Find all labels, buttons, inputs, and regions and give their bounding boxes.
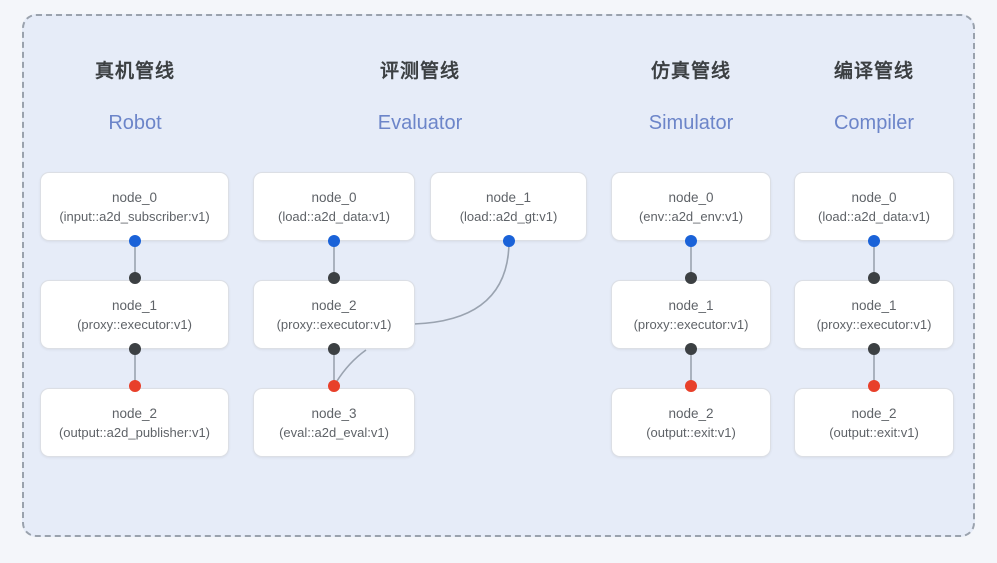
node-title: node_0	[668, 189, 714, 205]
node-robot-0[interactable]: node_0 (input::a2d_subscriber:v1)	[40, 172, 229, 241]
node-robot-2[interactable]: node_2 (output::a2d_publisher:v1)	[40, 388, 229, 457]
node-subtitle: (output::exit:v1)	[646, 424, 736, 440]
node-title: node_0	[851, 189, 897, 205]
node-simulator-2[interactable]: node_2 (output::exit:v1)	[611, 388, 771, 457]
node-title: node_1	[851, 297, 897, 313]
node-subtitle: (proxy::executor:v1)	[77, 316, 192, 332]
node-simulator-1[interactable]: node_1 (proxy::executor:v1)	[611, 280, 771, 349]
node-title: node_2	[111, 405, 158, 421]
node-title: node_2	[311, 297, 357, 313]
node-compiler-1[interactable]: node_1 (proxy::executor:v1)	[794, 280, 954, 349]
node-evaluator-0[interactable]: node_0 (load::a2d_data:v1)	[253, 172, 415, 241]
node-compiler-0[interactable]: node_0 (load::a2d_data:v1)	[794, 172, 954, 241]
node-simulator-0[interactable]: node_0 (env::a2d_env:v1)	[611, 172, 771, 241]
node-evaluator-3[interactable]: node_3 (eval::a2d_eval:v1)	[253, 388, 415, 457]
node-subtitle: (eval::a2d_eval:v1)	[279, 424, 389, 440]
node-title: node_1	[111, 297, 158, 313]
node-evaluator-2[interactable]: node_2 (proxy::executor:v1)	[253, 280, 415, 349]
node-title: node_2	[851, 405, 897, 421]
node-subtitle: (proxy::executor:v1)	[633, 316, 749, 332]
node-title: node_0	[111, 189, 158, 205]
node-subtitle: (load::a2d_data:v1)	[277, 208, 391, 224]
node-subtitle: (load::a2d_gt:v1)	[459, 208, 558, 224]
node-compiler-2[interactable]: node_2 (output::exit:v1)	[794, 388, 954, 457]
node-subtitle: (load::a2d_data:v1)	[817, 208, 931, 224]
node-title: node_1	[485, 189, 532, 205]
node-subtitle: (output::a2d_publisher:v1)	[58, 424, 211, 440]
node-evaluator-gt[interactable]: node_1 (load::a2d_gt:v1)	[430, 172, 587, 241]
node-robot-1[interactable]: node_1 (proxy::executor:v1)	[40, 280, 229, 349]
node-subtitle: (output::exit:v1)	[829, 424, 919, 440]
node-subtitle: (env::a2d_env:v1)	[638, 208, 744, 224]
node-title: node_3	[311, 405, 357, 421]
node-subtitle: (proxy::executor:v1)	[276, 316, 392, 332]
pipeline-group-frame	[22, 14, 975, 537]
node-title: node_0	[311, 189, 357, 205]
node-title: node_1	[668, 297, 714, 313]
node-subtitle: (input::a2d_subscriber:v1)	[59, 208, 210, 224]
node-title: node_2	[668, 405, 714, 421]
node-subtitle: (proxy::executor:v1)	[816, 316, 932, 332]
